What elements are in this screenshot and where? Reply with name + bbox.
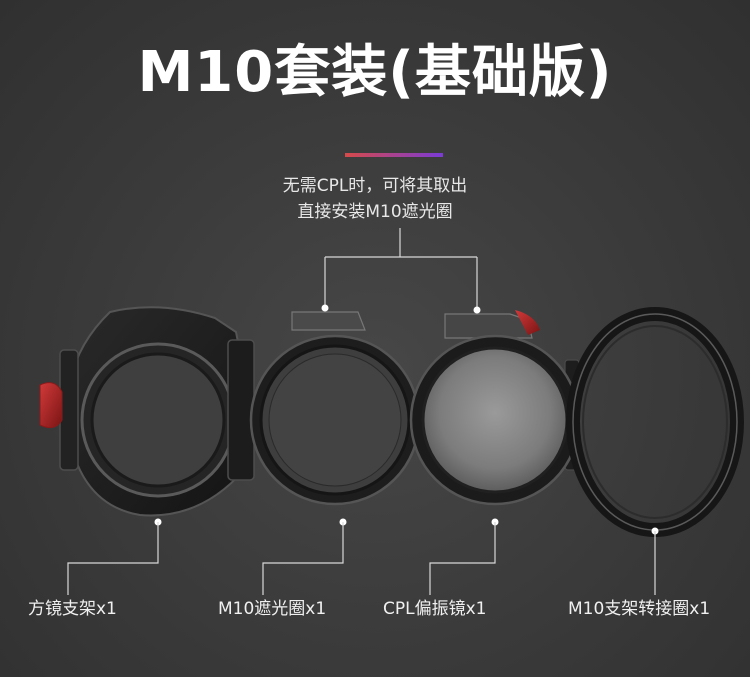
label-adapter-ring: M10支架转接圈x1 [568,599,711,619]
label-lens-hood: M10遮光圈x1 [218,599,327,619]
page-title: M10套装(基础版) [137,40,613,105]
callout-filter-holder [67,518,162,595]
callout-cpl [429,518,499,595]
label-filter-holder: 方镜支架x1 [28,599,117,619]
note-line-2: 直接安装M10遮光圈 [297,202,453,222]
note-line-1: 无需CPL时，可将其取出 [282,176,468,196]
filter-holder-image [39,306,255,517]
accent-bar [345,153,443,157]
note-connector [324,228,478,310]
cpl-polarizer-image [409,310,581,506]
label-cpl: CPL偏振镜x1 [383,599,487,619]
note-dot-hood [321,304,329,312]
callout-adapter-ring [651,527,659,595]
callout-lens-hood [262,518,347,595]
lens-hood-ring-image [249,311,421,506]
note-dot-cpl [473,306,481,314]
adapter-ring-image [566,307,744,537]
